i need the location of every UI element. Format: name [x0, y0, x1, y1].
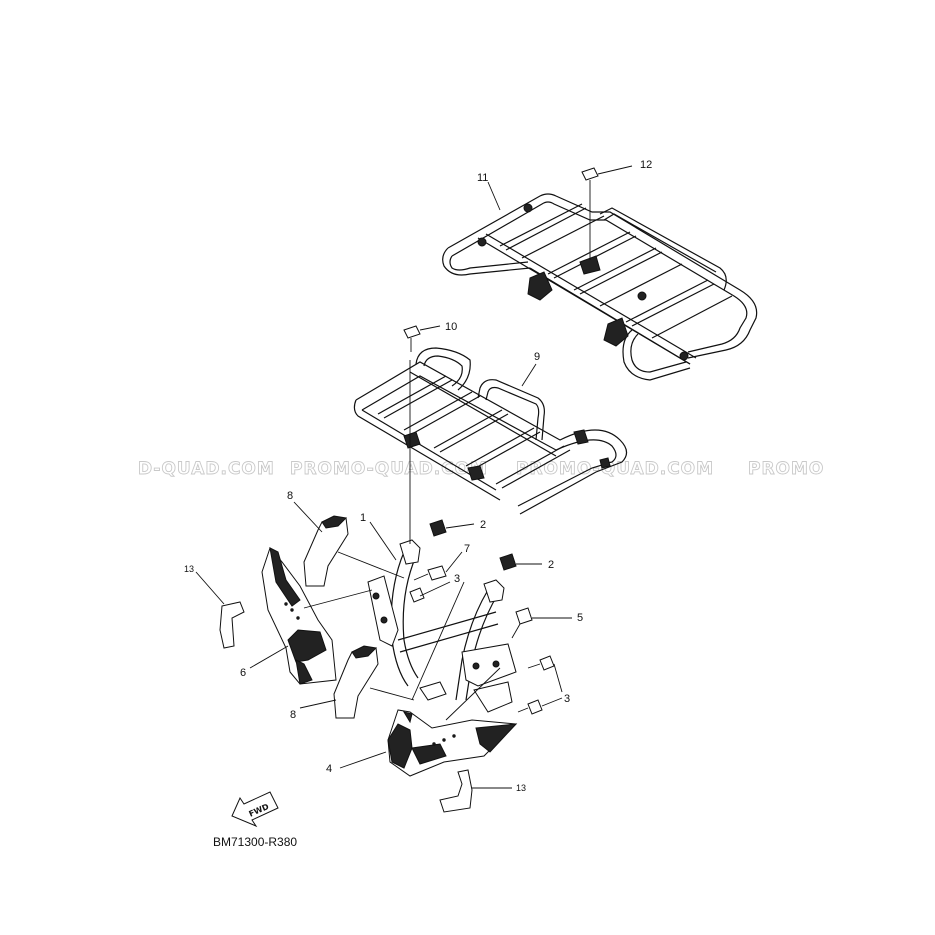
bolt-7 — [413, 565, 447, 581]
callout-4: 4 — [326, 763, 332, 775]
guard-pad-lower — [333, 645, 379, 719]
leader-lines — [195, 165, 633, 789]
callout-13-right: 13 — [516, 783, 526, 793]
bolt-10 — [403, 325, 421, 352]
front-guard-frame — [367, 539, 517, 713]
callout-7: 7 — [464, 543, 470, 555]
guard-pad-upper — [303, 515, 349, 587]
callout-3-lower: 3 — [564, 693, 570, 705]
callout-3-upper: 3 — [454, 573, 460, 585]
clamp-left — [219, 601, 245, 649]
watermark-text: D-QUAD.COM — [138, 459, 275, 479]
right-skid-guard — [387, 709, 518, 777]
bolt-5 — [511, 607, 533, 639]
callout-13-left: 13 — [184, 564, 194, 574]
bolt-12 — [581, 167, 599, 194]
clamp-right — [439, 769, 473, 813]
callout-8-upper: 8 — [287, 490, 293, 502]
callout-9: 9 — [534, 351, 540, 363]
bolt-3-lower-b — [517, 699, 543, 715]
callout-2-lower: 2 — [548, 559, 554, 571]
rear-carrier-rack — [442, 193, 758, 381]
bolt-3-upper — [409, 587, 425, 603]
watermark-text: PROMO-QUAD.COM — [516, 459, 714, 479]
callout-10: 10 — [445, 321, 457, 333]
callout-6: 6 — [240, 667, 246, 679]
grommet-2-lower — [499, 553, 517, 571]
forward-direction-arrow: FWD — [231, 791, 279, 828]
callout-8-lower: 8 — [290, 709, 296, 721]
grommet-2-upper — [429, 519, 447, 537]
callout-2-upper: 2 — [480, 519, 486, 531]
callout-11: 11 — [477, 172, 488, 184]
callout-1: 1 — [360, 512, 366, 524]
left-skid-guard — [261, 547, 337, 685]
callout-labels: 12 11 10 9 8 1 2 7 2 3 13 5 6 3 8 4 13 — [184, 159, 652, 793]
front-carrier-rack — [353, 347, 628, 515]
diagram-reference-code: BM71300-R380 — [213, 835, 297, 849]
bolt-3-lower-a — [527, 655, 555, 671]
callout-12: 12 — [640, 159, 652, 171]
watermark-text: PROMO — [748, 459, 824, 479]
callout-5: 5 — [577, 612, 583, 624]
